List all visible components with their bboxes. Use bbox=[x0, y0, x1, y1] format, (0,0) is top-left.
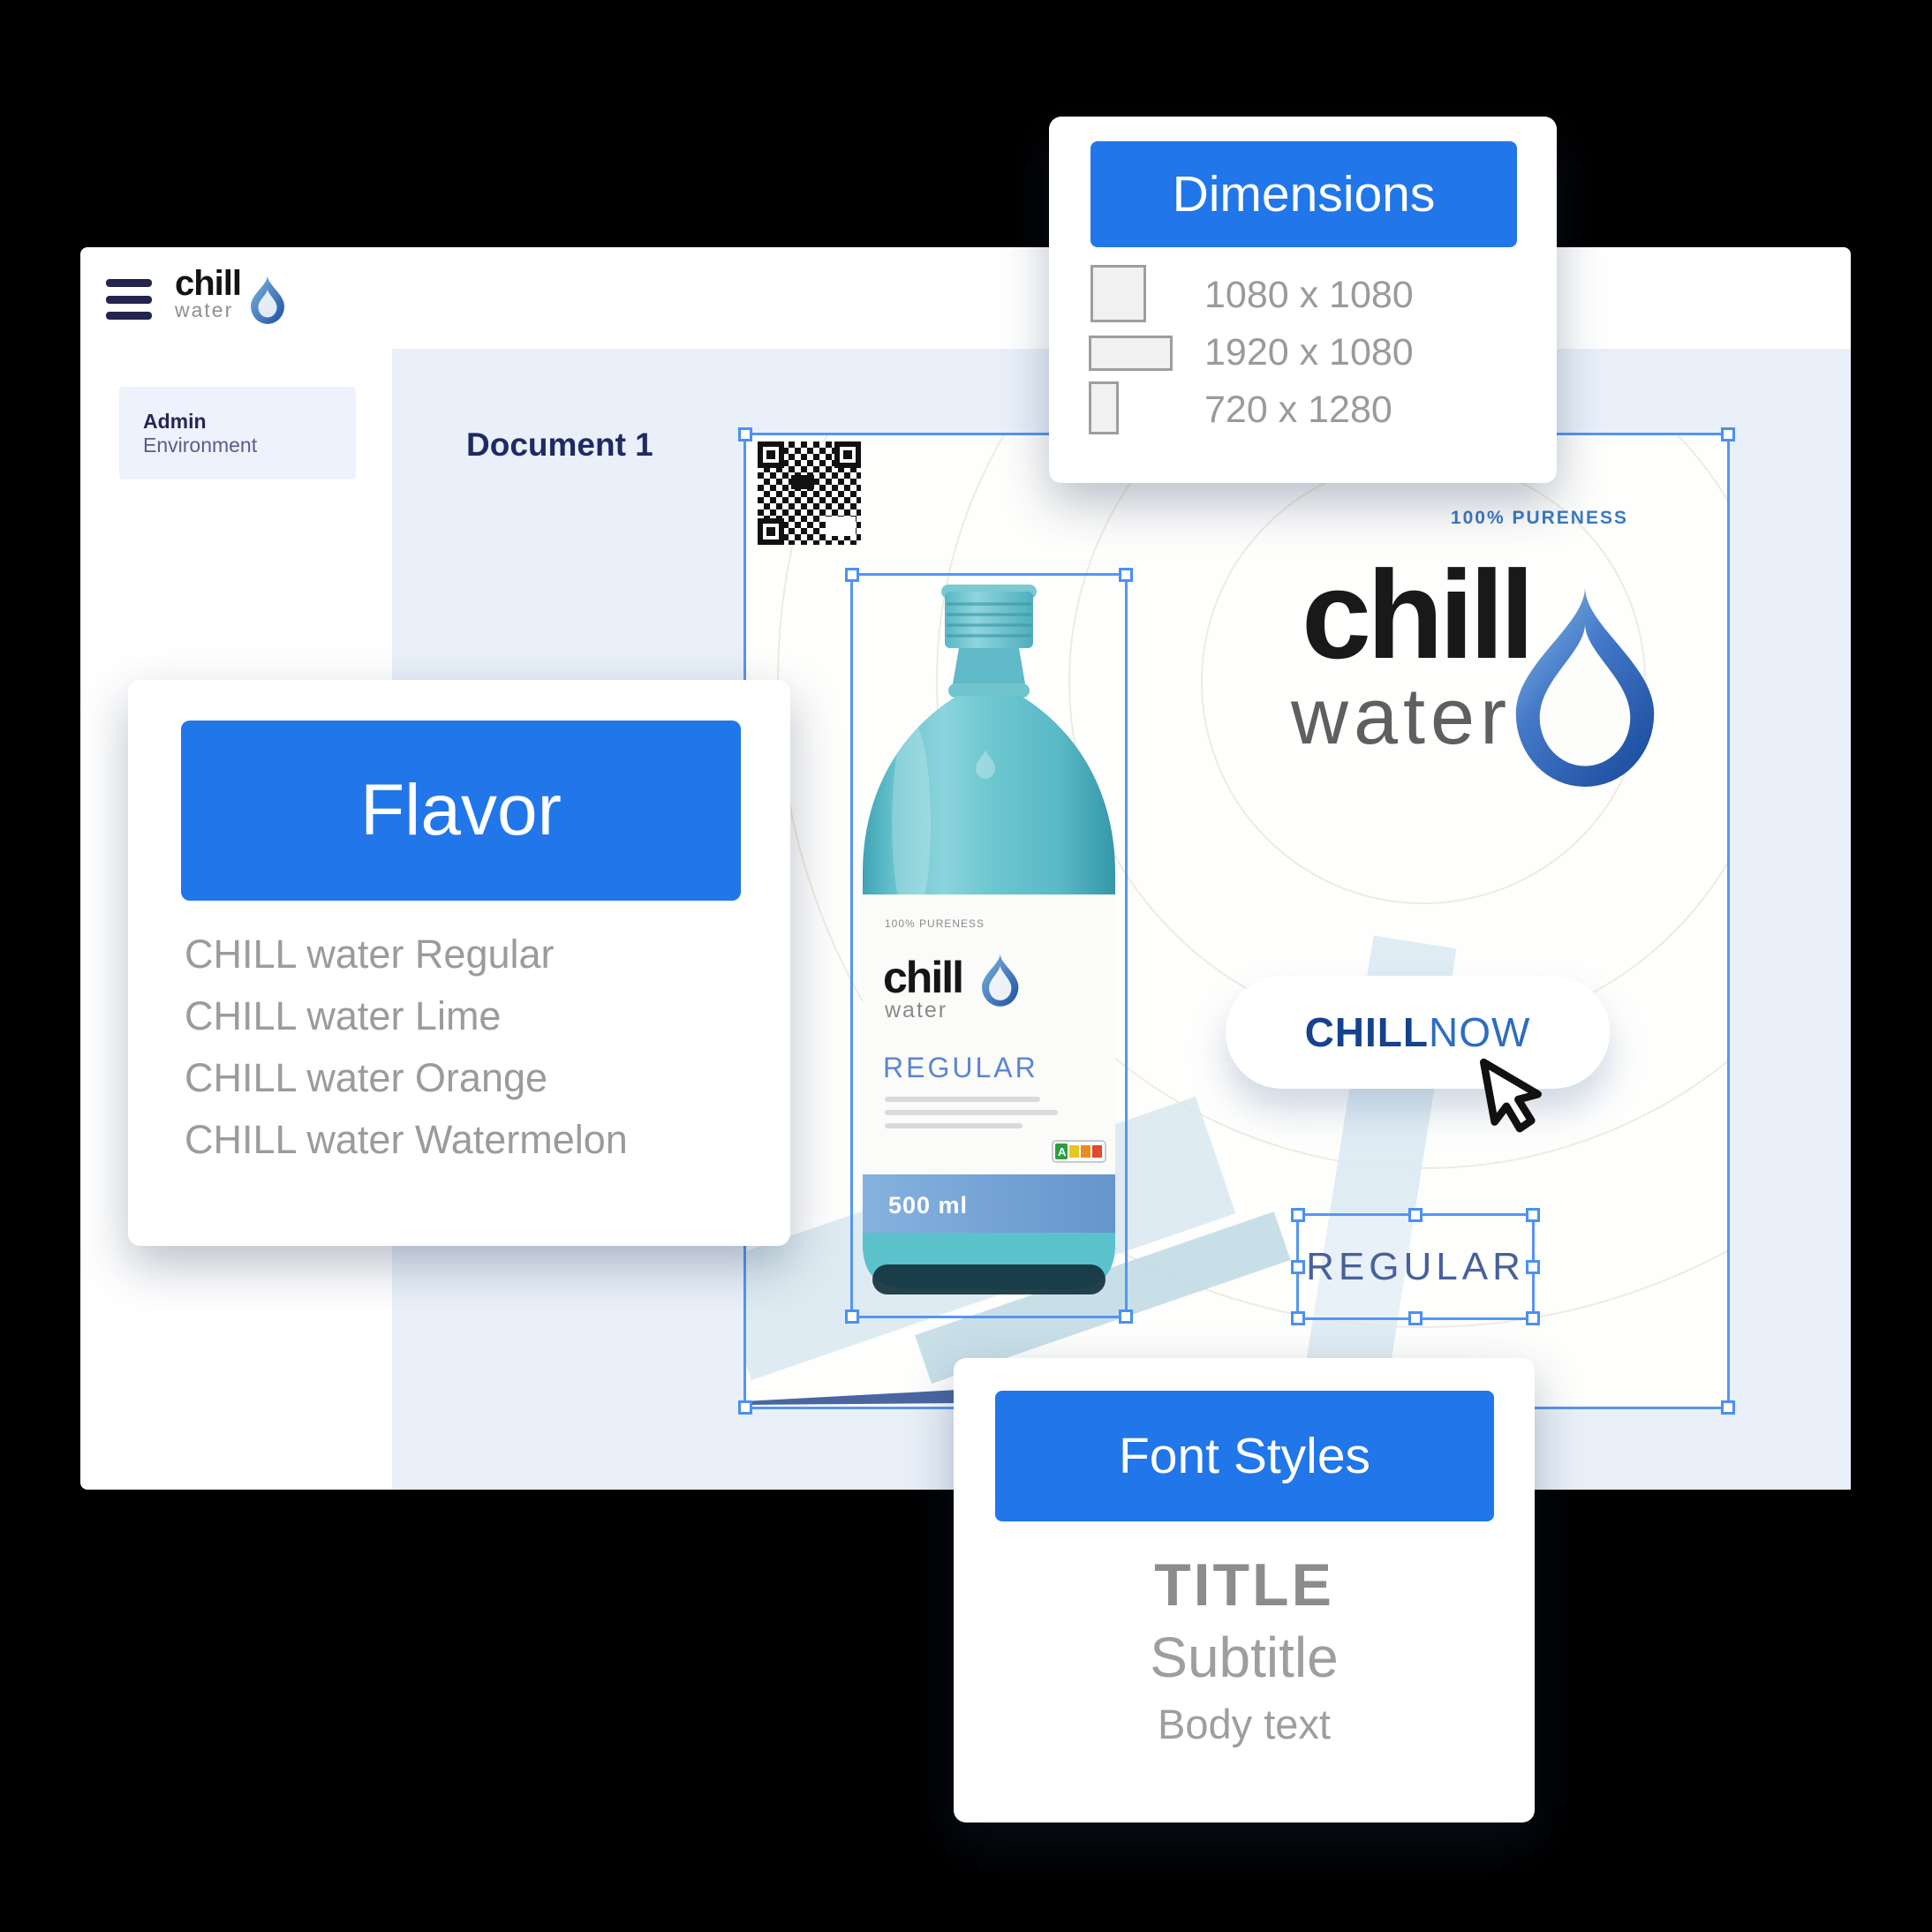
brand-text-light: water bbox=[1291, 673, 1513, 761]
aspect-wide-icon[interactable] bbox=[1089, 336, 1173, 371]
dimension-option[interactable]: 1920 x 1080 bbox=[1204, 331, 1414, 374]
dimensions-panel-header[interactable]: Dimensions bbox=[1091, 141, 1517, 247]
flavor-options: CHILL water Regular CHILL water Lime CHI… bbox=[185, 924, 767, 1171]
qr-pattern bbox=[826, 517, 856, 536]
dimension-option[interactable]: 720 x 1280 bbox=[1204, 389, 1392, 431]
selection-handle[interactable] bbox=[1721, 427, 1735, 441]
font-style-title[interactable]: TITLE bbox=[1154, 1551, 1334, 1619]
hamburger-bar bbox=[106, 312, 152, 320]
flavor-option[interactable]: CHILL water Lime bbox=[185, 993, 502, 1038]
flavor-panel-header[interactable]: Flavor bbox=[181, 721, 741, 901]
cta-text-bold: CHILL bbox=[1304, 1009, 1429, 1055]
cursor-icon bbox=[1479, 1058, 1542, 1133]
hamburger-menu-icon[interactable] bbox=[106, 279, 152, 320]
selection-handle[interactable] bbox=[1119, 568, 1133, 582]
hamburger-bar bbox=[106, 295, 152, 304]
qr-finder bbox=[834, 441, 861, 468]
flavor-option[interactable]: CHILL water Regular bbox=[185, 932, 555, 977]
selection-handle[interactable] bbox=[738, 1400, 752, 1415]
aspect-tall-icon[interactable] bbox=[1089, 381, 1119, 434]
bottle-brand-bold: chill bbox=[883, 953, 962, 1002]
selection-handle[interactable] bbox=[1721, 1400, 1735, 1415]
brand-text-bold: chill bbox=[1302, 545, 1535, 685]
document-title: Document 1 bbox=[466, 426, 653, 463]
artboard-brand-logo[interactable]: chill water bbox=[1289, 545, 1678, 930]
bottle-volume-label: 500 ml bbox=[888, 1192, 968, 1219]
font-style-subtitle[interactable]: Subtitle bbox=[1150, 1626, 1339, 1689]
app-logo-text-light: water bbox=[175, 298, 234, 321]
bottle-selection[interactable]: 100% PURENESS chill water REGULAR A 500 bbox=[845, 568, 1133, 1324]
pureness-label: 100% PURENESS bbox=[1450, 508, 1628, 528]
selection-handle[interactable] bbox=[845, 1309, 859, 1324]
font-style-samples: TITLE Subtitle Body text bbox=[954, 1551, 1535, 1754]
svg-text:A: A bbox=[1058, 1145, 1067, 1158]
sidebar-item-admin-environment[interactable]: Admin Environment bbox=[119, 387, 356, 479]
bottle-brand-light: water bbox=[884, 998, 947, 1023]
qr-pattern bbox=[791, 475, 814, 489]
selection-handle[interactable] bbox=[1119, 1309, 1133, 1324]
water-drop-icon bbox=[251, 275, 284, 324]
flavor-option[interactable]: CHILL water Orange bbox=[185, 1055, 548, 1100]
selection-handle[interactable] bbox=[1291, 1259, 1305, 1274]
font-styles-panel: Font Styles TITLE Subtitle Body text bbox=[954, 1358, 1535, 1823]
selection-handle[interactable] bbox=[1291, 1208, 1305, 1222]
selection-handle[interactable] bbox=[845, 568, 859, 582]
font-styles-panel-header[interactable]: Font Styles bbox=[995, 1391, 1494, 1521]
selection-handle[interactable] bbox=[1526, 1259, 1540, 1274]
environment-label: Environment bbox=[143, 433, 258, 457]
app-logo: chill water bbox=[175, 264, 298, 324]
water-drop-icon bbox=[1515, 587, 1655, 787]
dimension-options: 1080 x 1080 1920 x 1080 720 x 1280 bbox=[1089, 258, 1530, 479]
selection-handle[interactable] bbox=[1408, 1208, 1423, 1222]
qr-code[interactable] bbox=[758, 441, 861, 545]
font-style-body[interactable]: Body text bbox=[1158, 1701, 1331, 1747]
regular-text: REGULAR bbox=[1306, 1244, 1525, 1288]
bottle-image: 100% PURENESS chill water REGULAR A 500 bbox=[863, 585, 1115, 1294]
cta-text-regular: NOW bbox=[1429, 1009, 1531, 1055]
admin-label: Admin bbox=[143, 409, 207, 433]
selection-handle[interactable] bbox=[1408, 1311, 1423, 1325]
flavor-option[interactable]: CHILL water Watermelon bbox=[185, 1117, 628, 1162]
app-logo-text-bold: chill bbox=[175, 264, 242, 303]
nutri-score-badge: A bbox=[1052, 1140, 1106, 1163]
selection-handle[interactable] bbox=[1526, 1311, 1540, 1325]
bottle-flavor-label: REGULAR bbox=[883, 1052, 1038, 1083]
aspect-square-icon[interactable] bbox=[1091, 265, 1146, 322]
dimension-option[interactable]: 1080 x 1080 bbox=[1204, 274, 1414, 316]
selection-handle[interactable] bbox=[738, 427, 752, 441]
qr-finder bbox=[758, 518, 784, 545]
bottle-pureness-label: 100% PURENESS bbox=[885, 917, 985, 930]
hamburger-bar bbox=[106, 279, 152, 287]
flavor-panel: Flavor CHILL water Regular CHILL water L… bbox=[128, 680, 790, 1246]
selection-handle[interactable] bbox=[1526, 1208, 1540, 1222]
dimensions-panel: Dimensions 1080 x 1080 1920 x 1080 720 x… bbox=[1049, 117, 1557, 483]
qr-finder bbox=[758, 441, 784, 468]
text-element-regular[interactable]: REGULAR bbox=[1291, 1208, 1540, 1325]
selection-handle[interactable] bbox=[1291, 1311, 1305, 1325]
